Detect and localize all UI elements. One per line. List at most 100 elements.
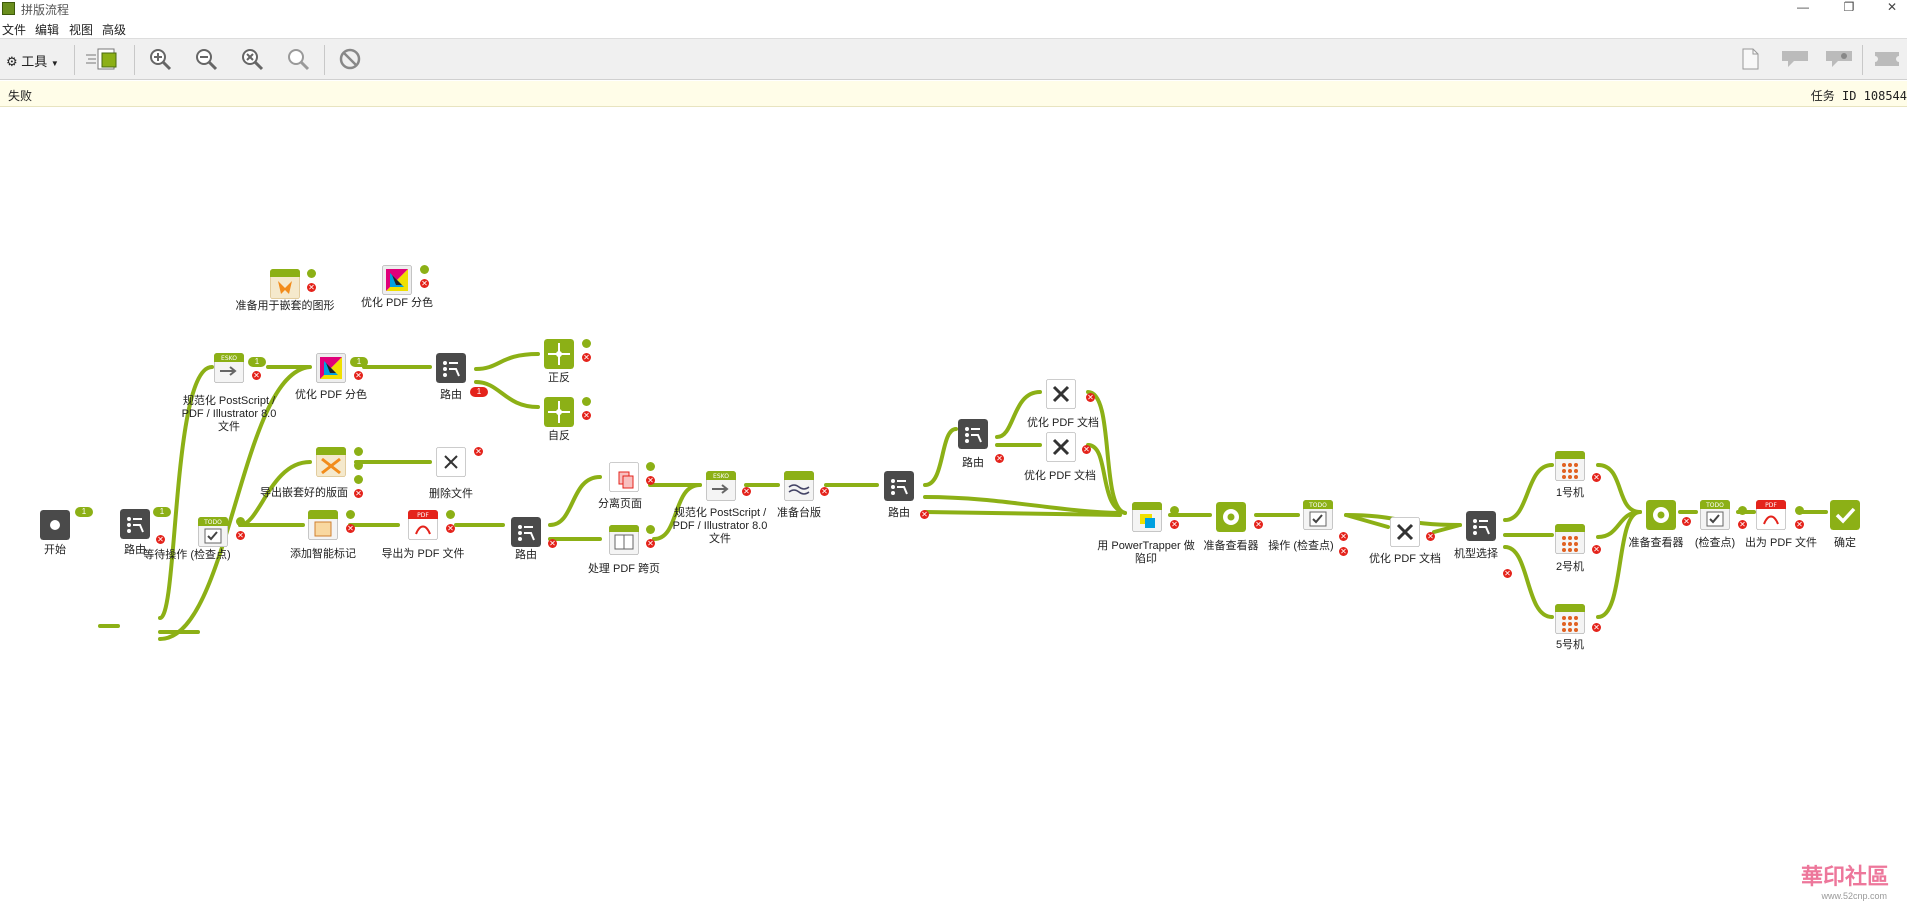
restore-button[interactable]: ❐ bbox=[1843, 0, 1855, 14]
route-icon[interactable] bbox=[511, 517, 541, 547]
node-label: 路由 bbox=[962, 457, 984, 469]
tools-icon[interactable] bbox=[1390, 517, 1420, 547]
mark-icon[interactable] bbox=[308, 510, 338, 540]
error-port-icon: ✕ bbox=[1738, 520, 1747, 529]
trap-icon[interactable] bbox=[1132, 502, 1162, 532]
zoom-actual-icon[interactable] bbox=[286, 47, 310, 71]
grid-icon[interactable] bbox=[1555, 524, 1585, 554]
node-label: 用 PowerTrapper 做陷印 bbox=[1097, 540, 1195, 565]
stop-icon[interactable] bbox=[338, 47, 362, 71]
comment-icon[interactable] bbox=[1780, 47, 1810, 71]
svg-text:TODO: TODO bbox=[203, 519, 222, 526]
icut-icon[interactable] bbox=[270, 269, 300, 299]
error-port-icon: ✕ bbox=[307, 283, 316, 292]
watermark-url: www.52cnp.com bbox=[1821, 891, 1887, 901]
route-icon[interactable] bbox=[1466, 511, 1496, 541]
count-badge: 1 bbox=[248, 357, 266, 367]
route-icon[interactable] bbox=[958, 419, 988, 449]
connection bbox=[923, 510, 1122, 517]
separation-icon[interactable] bbox=[316, 353, 346, 383]
route-icon[interactable] bbox=[120, 509, 150, 539]
todo-icon[interactable]: TODO bbox=[198, 517, 228, 547]
zoom-in-icon[interactable] bbox=[148, 47, 172, 71]
minimize-button[interactable]: — bbox=[1797, 0, 1809, 14]
connection bbox=[474, 352, 540, 371]
zoom-out-icon[interactable] bbox=[194, 47, 218, 71]
viewer-icon[interactable] bbox=[1216, 502, 1246, 532]
separation-icon[interactable] bbox=[382, 265, 412, 295]
toolbar-separator bbox=[324, 45, 325, 75]
connection bbox=[652, 483, 702, 541]
todo-icon[interactable]: TODO bbox=[1700, 500, 1730, 530]
node-label: 处理 PDF 跨页 bbox=[587, 563, 661, 575]
tools-icon[interactable] bbox=[1046, 379, 1076, 409]
toolbar-separator bbox=[1862, 45, 1863, 75]
tools-icon[interactable] bbox=[1046, 432, 1076, 462]
press-icon[interactable] bbox=[784, 471, 814, 501]
error-port-icon: ✕ bbox=[1086, 393, 1095, 402]
count-badge: 1 bbox=[75, 507, 93, 517]
error-port-icon: ✕ bbox=[646, 539, 655, 548]
menu-advanced[interactable]: 高级 bbox=[102, 23, 127, 37]
error-port-icon: ✕ bbox=[582, 411, 591, 420]
connection bbox=[995, 390, 1042, 439]
comment-settings-icon[interactable] bbox=[1824, 47, 1854, 71]
error-port-icon: ✕ bbox=[1339, 547, 1348, 556]
icut-icon[interactable] bbox=[316, 447, 346, 477]
success-port-icon bbox=[236, 517, 245, 526]
error-port-icon: ✕ bbox=[548, 539, 557, 548]
node-label: 优化 PDF 分色 bbox=[360, 297, 434, 309]
title-bar: 拼版流程 — ❐ ✕ bbox=[0, 0, 1907, 18]
split-icon[interactable] bbox=[609, 462, 639, 492]
todo-icon[interactable]: TODO bbox=[1303, 500, 1333, 530]
node-label: 5号机 bbox=[1555, 639, 1585, 651]
pdf-icon[interactable]: PDF bbox=[408, 510, 438, 540]
delete-icon[interactable] bbox=[436, 447, 466, 477]
error-port-icon: ✕ bbox=[1795, 520, 1804, 529]
route-icon[interactable] bbox=[884, 471, 914, 501]
menu-edit[interactable]: 编辑 bbox=[35, 23, 60, 37]
workflow-canvas[interactable]: ✕ 准备用于嵌套的图形 ✕ 优化 PDF 分色 1 开始 1 ✕ 路由 ESKO… bbox=[0, 107, 1907, 901]
grid-icon[interactable] bbox=[1555, 604, 1585, 634]
error-port-icon: ✕ bbox=[1082, 445, 1091, 454]
node-label: 操作 (检查点) bbox=[1268, 540, 1334, 552]
check-icon[interactable] bbox=[1830, 500, 1860, 530]
node-label: 准备查看器 bbox=[1203, 540, 1259, 552]
node-label: 1号机 bbox=[1555, 487, 1585, 499]
pdf-icon[interactable]: PDF bbox=[1756, 500, 1786, 530]
connection bbox=[158, 365, 312, 641]
connection bbox=[158, 365, 214, 620]
spread-icon[interactable] bbox=[609, 525, 639, 555]
tools-menu-button[interactable]: ⚙ 工具 ▼ bbox=[6, 51, 59, 70]
start-icon[interactable] bbox=[40, 510, 70, 540]
node-label: 删除文件 bbox=[429, 488, 473, 500]
connection bbox=[548, 475, 602, 527]
error-port-icon: ✕ bbox=[1503, 569, 1512, 578]
close-button[interactable]: ✕ bbox=[1886, 0, 1898, 14]
menu-file[interactable]: 文件 bbox=[2, 23, 27, 37]
app-icon bbox=[2, 2, 15, 15]
chevron-down-icon: ▼ bbox=[50, 59, 59, 68]
new-job-icon[interactable] bbox=[84, 47, 124, 71]
connection bbox=[1596, 510, 1642, 619]
viewer-icon[interactable] bbox=[1646, 500, 1676, 530]
error-port-icon: ✕ bbox=[920, 510, 929, 519]
imposition-icon[interactable] bbox=[544, 339, 574, 369]
status-bar: 失败 任务 ID 108544 bbox=[0, 81, 1907, 107]
grid-icon[interactable] bbox=[1555, 451, 1585, 481]
node-label: 正反 bbox=[548, 372, 570, 384]
esko-icon[interactable]: ESKO bbox=[706, 471, 736, 501]
svg-text:ESKO: ESKO bbox=[221, 355, 237, 362]
success-port-icon bbox=[446, 510, 455, 519]
zoom-fit-icon[interactable] bbox=[240, 47, 264, 71]
ticket-icon[interactable] bbox=[1872, 47, 1902, 71]
tools-label: 工具 bbox=[21, 54, 48, 69]
route-icon[interactable] bbox=[436, 353, 466, 383]
success-port-icon bbox=[354, 475, 363, 484]
success-port-icon bbox=[307, 269, 316, 278]
esko-icon[interactable]: ESKO bbox=[214, 353, 244, 383]
connection bbox=[1596, 463, 1642, 514]
document-icon[interactable] bbox=[1738, 47, 1762, 71]
imposition-icon[interactable] bbox=[544, 397, 574, 427]
menu-view[interactable]: 视图 bbox=[69, 23, 94, 37]
